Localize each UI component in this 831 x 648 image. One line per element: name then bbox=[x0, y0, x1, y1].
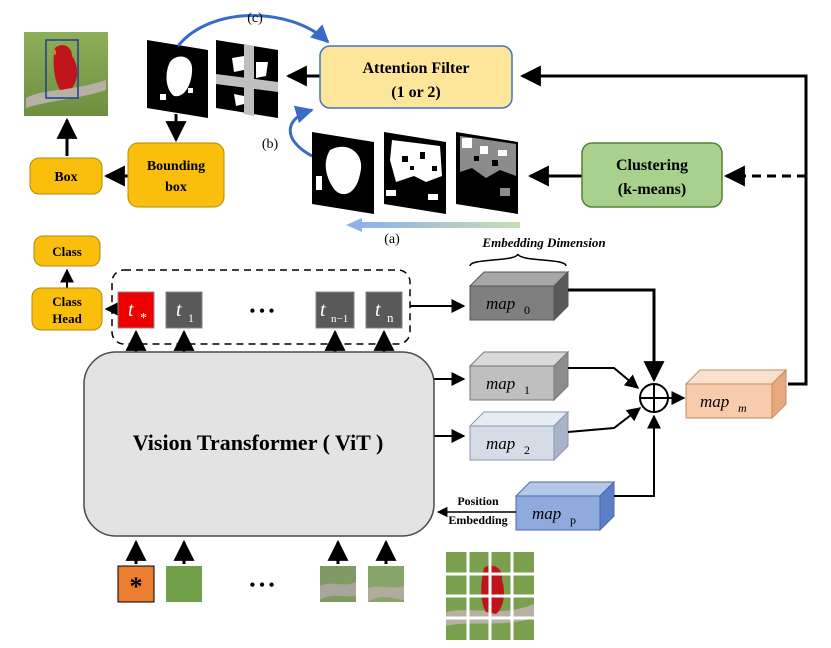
sum-operator bbox=[639, 383, 669, 413]
token-tn-minus-1: t n−1 bbox=[315, 291, 355, 329]
map0-to-sum-arrow bbox=[568, 288, 665, 383]
token-tn-base: t bbox=[375, 299, 381, 321]
token-tn-sub: n bbox=[387, 310, 394, 325]
arrow-a-label: (a) bbox=[384, 232, 400, 247]
map2-to-sum-arrow bbox=[567, 407, 642, 433]
token-tn-minus-1-base: t bbox=[320, 299, 326, 321]
attention-filter-label-1: Attention Filter bbox=[362, 60, 469, 77]
class-head-node: Class Head bbox=[31, 287, 103, 331]
mapp-sub: p bbox=[570, 513, 576, 527]
map0-sub: 0 bbox=[524, 303, 530, 317]
cls-patch: * bbox=[117, 565, 155, 603]
box-node: Box bbox=[29, 157, 103, 195]
map2-sub: 2 bbox=[524, 443, 530, 457]
class-head-label-2: Head bbox=[52, 311, 82, 326]
token-tn: t n bbox=[365, 291, 403, 329]
mapp-block: map p bbox=[514, 480, 616, 532]
bounding-box-overlay bbox=[45, 39, 79, 99]
vit-label: Vision Transformer ( ViT ) bbox=[133, 430, 384, 455]
map2-block: map 2 bbox=[468, 410, 570, 462]
bounding-box-label-2: box bbox=[165, 180, 187, 195]
clustering-node: Clustering (k-means) bbox=[581, 142, 723, 208]
map1-block: map 1 bbox=[468, 350, 570, 402]
arrow-c bbox=[176, 14, 330, 47]
embedding-brace bbox=[469, 253, 567, 267]
bird-image-with-box bbox=[24, 32, 108, 116]
attention-filter-node: Attention Filter (1 or 2) bbox=[319, 45, 513, 109]
cluster-mask-1 bbox=[312, 132, 374, 214]
class-head-label-1: Class bbox=[52, 294, 82, 309]
class-label: Class bbox=[52, 244, 82, 259]
box-label: Box bbox=[54, 170, 77, 185]
mapm-sub: m bbox=[738, 401, 747, 415]
bounding-box-label-1: Bounding bbox=[147, 159, 205, 174]
token-t1: t 1 bbox=[165, 291, 203, 329]
vit-node: Vision Transformer ( ViT ) bbox=[83, 351, 435, 537]
bounding-box-node: Bounding box bbox=[127, 142, 225, 208]
embedding-dimension-label: Embedding Dimension bbox=[481, 235, 605, 250]
mapp-to-sum-arrow bbox=[614, 414, 661, 497]
mapp-base: map bbox=[532, 504, 561, 523]
token-t1-sub: 1 bbox=[188, 311, 194, 325]
map1-sub: 1 bbox=[524, 383, 530, 397]
token-tn-minus-1-sub: n−1 bbox=[331, 313, 348, 325]
cluster-mask-3 bbox=[456, 132, 518, 214]
patch-ellipsis: • • • bbox=[250, 577, 275, 594]
token-cls-sub: * bbox=[140, 311, 147, 326]
mapm-base: map bbox=[700, 392, 729, 411]
image-patch-n bbox=[368, 566, 404, 602]
filtered-mask-2 bbox=[216, 40, 278, 118]
position-embedding-label-2: Embedding bbox=[448, 513, 507, 527]
arrow-a bbox=[360, 222, 520, 228]
map1-base: map bbox=[486, 374, 515, 393]
cluster-mask-2 bbox=[384, 132, 446, 214]
arrow-b-label: (b) bbox=[262, 137, 279, 152]
clustering-label-2: (k-means) bbox=[618, 181, 686, 198]
svg-text:*: * bbox=[130, 572, 143, 601]
token-ellipsis: • • • bbox=[250, 303, 275, 320]
map0-block: map 0 bbox=[468, 270, 570, 322]
image-patch-1 bbox=[166, 566, 202, 602]
token-cls-base: t bbox=[128, 299, 134, 321]
position-embedding-label-1: Position bbox=[457, 494, 499, 508]
token-cls: t * bbox=[117, 291, 155, 329]
mapm-to-attention-arrow bbox=[519, 65, 808, 386]
class-node: Class bbox=[33, 235, 101, 267]
arrow-c-label: (c) bbox=[247, 11, 263, 26]
attention-filter-label-2: (1 or 2) bbox=[391, 84, 440, 101]
patch-grid-image bbox=[446, 552, 534, 640]
map0-base: map bbox=[486, 294, 515, 313]
image-patch-n-minus-1 bbox=[320, 566, 356, 602]
filtered-mask-1 bbox=[147, 40, 208, 118]
clustering-label-1: Clustering bbox=[616, 157, 688, 174]
mapm-block: map m bbox=[684, 368, 788, 420]
map2-base: map bbox=[486, 434, 515, 453]
arrow-b bbox=[288, 105, 314, 158]
token-t1-base: t bbox=[176, 299, 182, 321]
map1-to-sum-arrow bbox=[568, 367, 640, 389]
